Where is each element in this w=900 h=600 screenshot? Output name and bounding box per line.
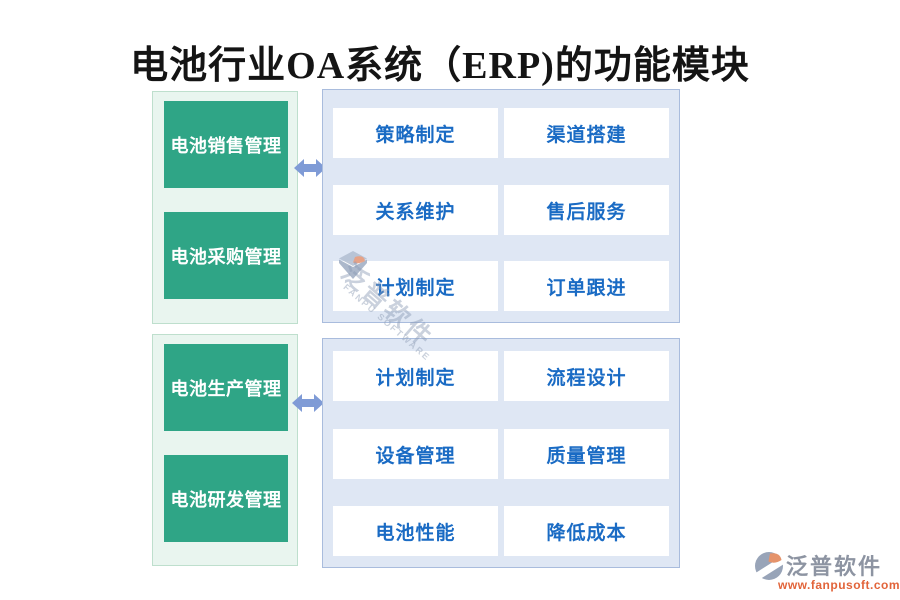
double-arrow-icon [292, 394, 324, 412]
footer-brand: 泛普软件 www.fanpusoft.com [750, 547, 900, 595]
function-panel-production-rd: 计划制定 流程设计 设备管理 质量管理 电池性能 降低成本 [322, 338, 680, 568]
module-box-battery-production: 电池生产管理 [164, 344, 288, 431]
function-cell: 售后服务 [504, 185, 669, 235]
function-cell: 计划制定 [333, 351, 498, 401]
function-cell: 渠道搭建 [504, 108, 669, 158]
module-box-battery-rd: 电池研发管理 [164, 455, 288, 542]
function-cell: 关系维护 [333, 185, 498, 235]
module-group-production-rd: 电池生产管理 电池研发管理 [152, 334, 298, 566]
function-cell: 电池性能 [333, 506, 498, 556]
function-cell: 设备管理 [333, 429, 498, 479]
function-cell: 计划制定 [333, 261, 498, 311]
function-panel-sales-purchase: 策略制定 渠道搭建 关系维护 售后服务 计划制定 订单跟进 [322, 89, 680, 323]
function-cell: 降低成本 [504, 506, 669, 556]
double-arrow-icon [294, 159, 326, 177]
function-cell: 订单跟进 [504, 261, 669, 311]
footer-brand-name: 泛普软件 [786, 554, 883, 579]
footer-brand-url: www.fanpusoft.com [778, 578, 900, 592]
page-title: 电池行业OA系统（ERP)的功能模块 [130, 45, 750, 87]
fanpu-logo-icon [754, 552, 784, 583]
function-cell: 策略制定 [333, 108, 498, 158]
function-cell: 质量管理 [504, 429, 669, 479]
module-group-sales-purchase: 电池销售管理 电池采购管理 [152, 91, 298, 324]
module-box-battery-sales: 电池销售管理 [164, 101, 288, 188]
function-cell: 流程设计 [504, 351, 669, 401]
module-box-battery-purchase: 电池采购管理 [164, 212, 288, 299]
